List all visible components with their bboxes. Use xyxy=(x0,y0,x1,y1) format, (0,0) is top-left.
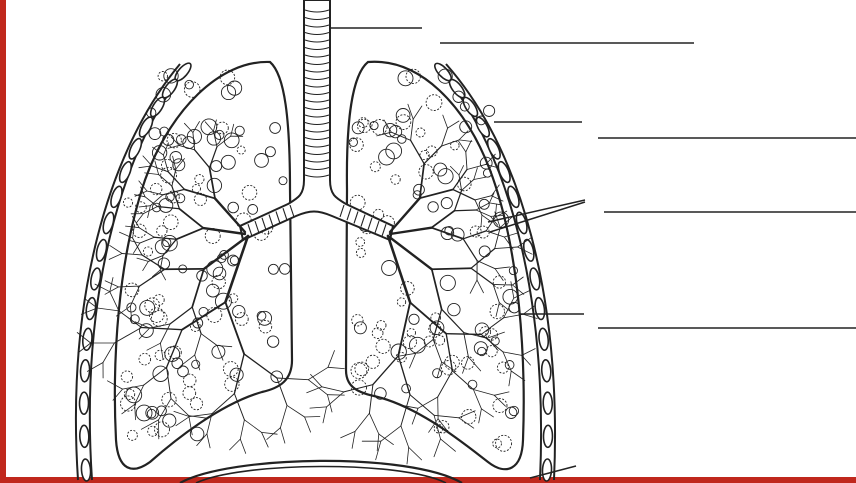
bronchiole-151 xyxy=(109,254,122,260)
bronchiole-272 xyxy=(352,431,355,448)
rib-right-12 xyxy=(541,360,551,383)
rib-left-15 xyxy=(81,459,92,482)
bronchiole-68 xyxy=(328,367,344,368)
bronchiole-81 xyxy=(244,420,261,433)
rib-right-13 xyxy=(543,392,553,414)
bronchiole-264 xyxy=(376,441,381,460)
rib-right-11 xyxy=(538,328,549,351)
bronchiole-122 xyxy=(110,292,119,311)
bronchiole-258 xyxy=(434,439,441,457)
diaphragm-upper xyxy=(180,461,462,483)
bronchiole-83 xyxy=(262,432,269,447)
bronchiole-119 xyxy=(97,308,119,311)
bronchiole-196 xyxy=(455,210,477,211)
bronchiole-262 xyxy=(407,447,409,464)
rib-left-14 xyxy=(79,425,89,447)
alveolus-164 xyxy=(158,72,167,81)
bronchiole-280 xyxy=(311,374,322,386)
bronchiole-230 xyxy=(522,349,536,356)
bronchiole-275 xyxy=(327,392,344,407)
bronchiole-71 xyxy=(327,395,332,412)
bronchiole-273 xyxy=(341,431,355,437)
rib-left-11 xyxy=(82,328,93,351)
bronchiole-77 xyxy=(280,428,285,443)
bronchiole-291 xyxy=(493,284,512,285)
bronchiole-66 xyxy=(308,367,328,379)
bronchiole-277 xyxy=(310,407,327,408)
bronchiole-261 xyxy=(409,447,422,460)
diaphragm xyxy=(180,461,462,483)
rib-left-3 xyxy=(137,115,155,139)
bronchiole-90 xyxy=(197,434,207,446)
bronchiole-152 xyxy=(110,245,122,253)
bronchiole-227 xyxy=(523,314,537,318)
bronchiole-282 xyxy=(432,268,471,269)
bronchiole-85 xyxy=(240,439,245,453)
rib-right-15 xyxy=(542,459,552,481)
bronchiole-75 xyxy=(305,417,311,432)
bronchiole-269 xyxy=(379,434,394,445)
bronchiole-76 xyxy=(280,405,287,427)
bronchiole-268 xyxy=(369,413,378,434)
bronchiole-278 xyxy=(322,387,344,392)
bronchiole-271 xyxy=(355,413,369,431)
bronchiole-73 xyxy=(287,405,305,417)
alveolus-185 xyxy=(123,198,132,207)
rib-right-6 xyxy=(506,185,522,209)
bronchiole-112 xyxy=(103,343,114,363)
bronchiole-257 xyxy=(441,439,456,451)
rib-left-4 xyxy=(127,137,144,161)
bronchiole-84 xyxy=(240,420,244,439)
bronchiole-67 xyxy=(328,351,335,368)
rib-left-5 xyxy=(117,160,133,184)
bronchiole-279 xyxy=(307,387,322,393)
leader-line-diaphragm xyxy=(530,466,576,478)
rib-left-13 xyxy=(79,392,88,414)
alveolus-41 xyxy=(149,128,161,140)
bronchiole-74 xyxy=(305,417,320,418)
bronchiole-12 xyxy=(143,156,152,166)
diaphragm-lower xyxy=(196,466,446,483)
alveolus-44 xyxy=(484,105,495,116)
bronchiole-260 xyxy=(401,426,409,448)
right-lung-outline xyxy=(346,62,524,469)
bronchiole-89 xyxy=(207,434,210,448)
rib-right-14 xyxy=(543,425,552,447)
bronchiole-86 xyxy=(230,439,241,450)
bronchiole-263 xyxy=(381,426,401,441)
bronchiole-276 xyxy=(323,407,327,423)
